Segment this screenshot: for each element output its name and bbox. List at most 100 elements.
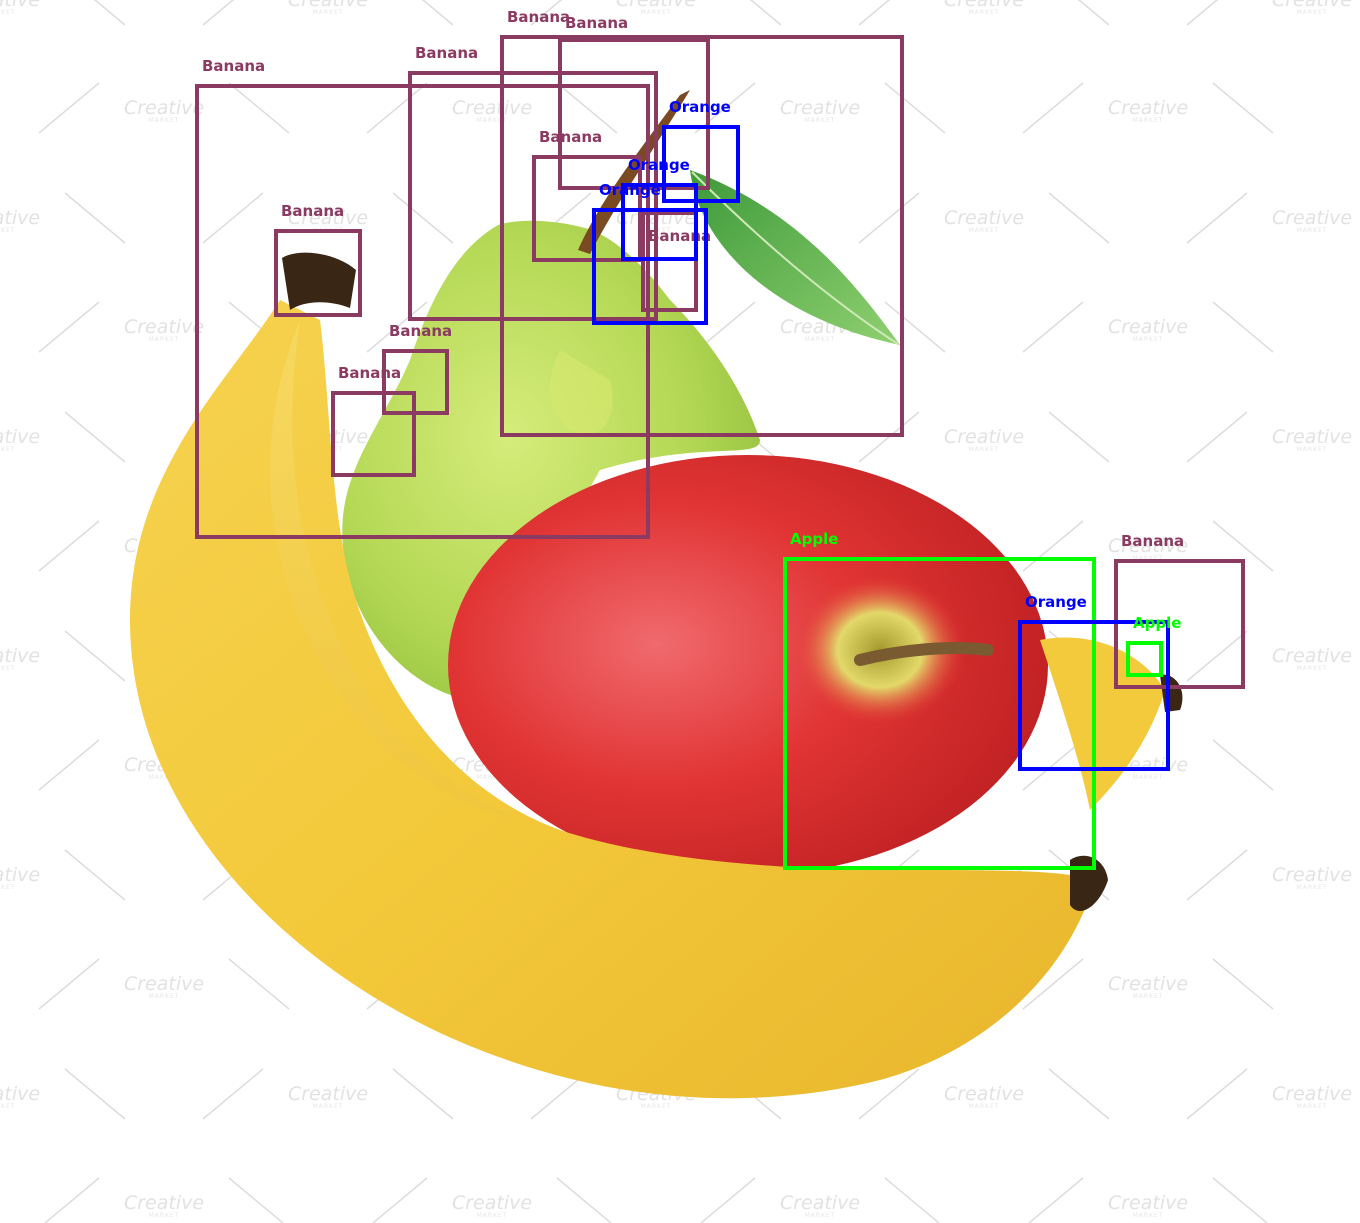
watermark-text: Creative <box>1272 207 1352 229</box>
watermark-text: Creative <box>288 0 368 11</box>
watermark-text: Creative <box>1108 535 1188 557</box>
watermark-text: Creative <box>0 1083 40 1105</box>
bounding-box-label: Banana <box>202 57 265 75</box>
bounding-box-orange <box>592 208 708 325</box>
watermark-text: Creative <box>944 207 1024 229</box>
watermark-text: Creative <box>452 1192 532 1214</box>
bounding-box-label: Banana <box>539 128 602 146</box>
watermark-subtext: MARKET <box>1297 665 1328 672</box>
watermark-subtext: MARKET <box>313 1103 344 1110</box>
watermark-line <box>1022 301 1274 353</box>
watermark-text: Creative <box>1272 0 1352 11</box>
watermark-subtext: MARKET <box>1133 117 1164 124</box>
watermark-text: Creative <box>288 207 368 229</box>
watermark-subtext: MARKET <box>0 1103 15 1110</box>
watermark-line <box>64 630 126 682</box>
bounding-box-apple <box>1126 641 1163 677</box>
watermark-line <box>38 958 290 1010</box>
watermark-line <box>1022 739 1274 791</box>
apple <box>448 455 1048 875</box>
watermark-text: Creative <box>0 864 40 886</box>
watermark-subtext: MARKET <box>1133 774 1164 781</box>
watermark-text: Creative <box>124 1192 204 1214</box>
watermark-line <box>202 0 454 26</box>
watermark-line <box>64 411 126 463</box>
watermark-text: Creative <box>288 1083 368 1105</box>
watermark-line <box>1022 958 1274 1010</box>
bounding-box-label: Banana <box>507 8 570 26</box>
bounding-box-label: Banana <box>648 227 711 245</box>
watermark-subtext: MARKET <box>477 774 508 781</box>
watermark-text: Creative <box>0 0 40 11</box>
watermark-line <box>38 82 290 134</box>
watermark-line <box>1186 411 1248 463</box>
watermark-line <box>858 192 1110 244</box>
watermark-subtext: MARKET <box>641 9 672 16</box>
watermark-subtext: MARKET <box>805 1212 836 1219</box>
bounding-box-label: Orange <box>628 156 690 174</box>
bounding-box-label: Orange <box>599 181 661 199</box>
watermark-line <box>1186 849 1248 901</box>
watermark-line <box>93 0 126 26</box>
watermark-subtext: MARKET <box>969 446 1000 453</box>
watermark-subtext: MARKET <box>1297 1103 1328 1110</box>
watermark-subtext: MARKET <box>805 117 836 124</box>
watermark-line <box>64 849 126 901</box>
bounding-box-label: Banana <box>1121 532 1184 550</box>
bounding-box-banana <box>408 71 658 321</box>
watermark-text: Creative <box>0 645 40 667</box>
detection-overlay: BananaBananaBananaBananaBananaBananaBana… <box>195 8 1245 870</box>
watermark-line <box>366 82 618 134</box>
watermark-subtext: MARKET <box>805 336 836 343</box>
watermark-line <box>1186 1068 1248 1120</box>
watermark-subtext: MARKET <box>1133 336 1164 343</box>
bounding-box-orange <box>621 183 698 261</box>
watermark-line <box>858 1068 1110 1120</box>
watermark-subtext: MARKET <box>641 1103 672 1110</box>
bounding-box-label: Banana <box>565 14 628 32</box>
watermark-text: Creative <box>1272 645 1352 667</box>
bounding-box-apple <box>783 557 1096 870</box>
watermark-text: Creative <box>1108 1192 1188 1214</box>
watermark-subtext: MARKET <box>1133 1212 1164 1219</box>
watermark-subtext: MARKET <box>0 227 15 234</box>
watermark-line <box>1186 192 1248 244</box>
bounding-box-banana <box>558 38 710 190</box>
watermark-subtext: MARKET <box>0 9 15 16</box>
watermark-text: Creative <box>944 426 1024 448</box>
watermark-line <box>694 82 946 134</box>
watermark-subtext: MARKET <box>1297 446 1328 453</box>
watermark-subtext: MARKET <box>969 9 1000 16</box>
watermark-line <box>64 192 126 244</box>
watermark-text: Creative <box>1272 426 1352 448</box>
pear <box>342 220 760 700</box>
bounding-box-label: Apple <box>1133 614 1181 632</box>
watermark-line <box>530 0 782 26</box>
watermark-text: Creative <box>0 426 40 448</box>
watermark-line <box>1022 82 1274 134</box>
watermark-subtext: MARKET <box>149 336 180 343</box>
watermark-text: Creative <box>780 1192 860 1214</box>
watermark-text: Creative <box>0 207 40 229</box>
watermark-subtext: MARKET <box>149 774 180 781</box>
watermark-subtext: MARKET <box>477 1212 508 1219</box>
watermark-text: Creative <box>452 97 532 119</box>
bounding-box-orange <box>1018 620 1170 771</box>
bounding-box-banana <box>274 229 362 317</box>
leaf <box>690 170 900 345</box>
watermark-text: Creative <box>1108 97 1188 119</box>
watermark-subtext: MARKET <box>0 446 15 453</box>
watermark-text: Creative <box>944 1083 1024 1105</box>
bounding-box-banana <box>500 35 904 437</box>
watermark-subtext: MARKET <box>1297 9 1328 16</box>
watermark-subtext: MARKET <box>149 1212 180 1219</box>
watermark-subtext: MARKET <box>1297 227 1328 234</box>
bounding-box-label: Orange <box>669 98 731 116</box>
watermark-line <box>43 1177 285 1223</box>
watermark-line <box>1022 520 1274 572</box>
bounding-box-label: Orange <box>1025 593 1087 611</box>
watermark-subtext: MARKET <box>1297 884 1328 891</box>
watermark-subtext: MARKET <box>149 993 180 1000</box>
watermark-line <box>858 0 1110 26</box>
